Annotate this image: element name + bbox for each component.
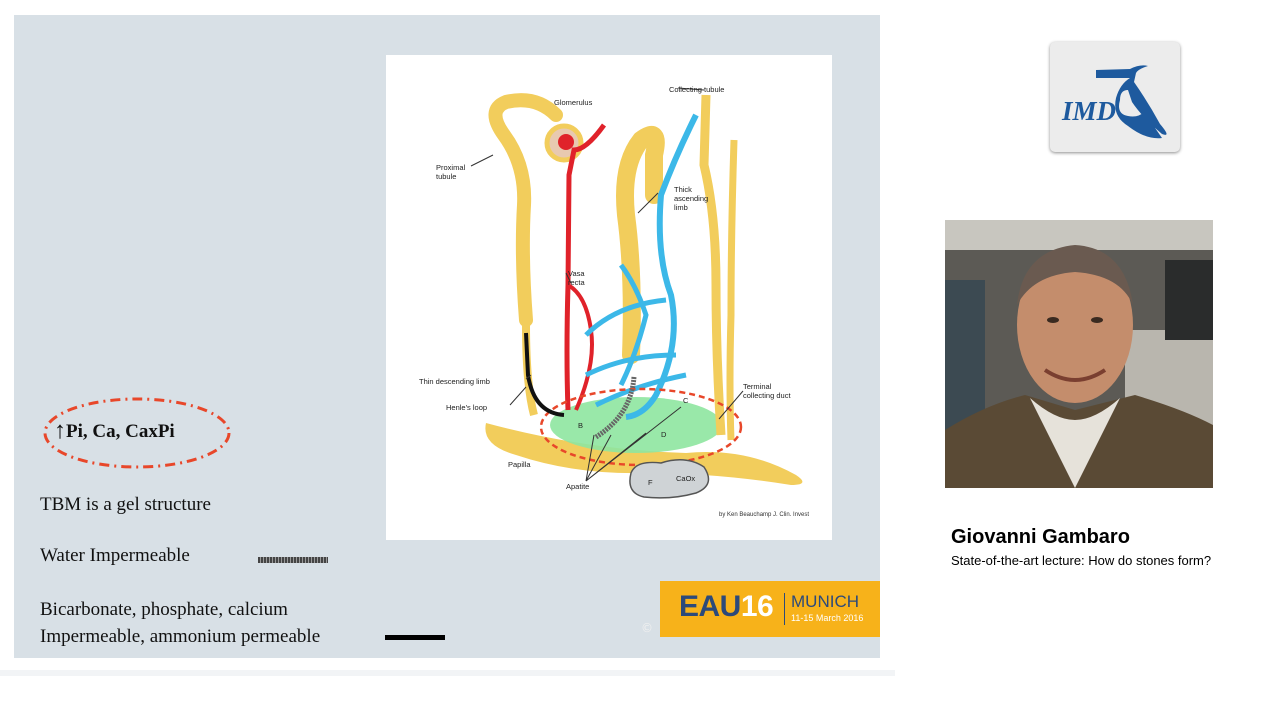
- bird-logo-icon: [1096, 65, 1167, 139]
- note-bicarb-line1: Bicarbonate, phosphate, calcium: [40, 599, 288, 620]
- label-f: F: [648, 478, 653, 487]
- banner-dates: 11-15 March 2016: [791, 613, 864, 623]
- label-d: D: [661, 430, 667, 439]
- speaker-name: Giovanni Gambaro: [951, 526, 1130, 548]
- eau-year: 16: [740, 590, 774, 623]
- nephron-diagram: Glomerulus Collecting tubule Proximal tu…: [386, 55, 832, 540]
- ellipse-note-text: ↑Pi, Ca, CaxPi: [54, 418, 175, 445]
- black-legend-line: [385, 635, 445, 640]
- label-apatite: Apatite: [566, 482, 590, 491]
- label-proximal-tubule: Proximal tubule: [436, 163, 466, 181]
- banner-city: MUNICH: [791, 592, 859, 611]
- speaker-photo-image: [945, 220, 1213, 488]
- copyright-mark: ©: [641, 621, 653, 635]
- label-b: B: [578, 421, 584, 430]
- eau-banner: EAU16 MUNICH 11-15 March 2016: [660, 581, 880, 637]
- label-henles-loop: Henle's loop: [446, 403, 488, 412]
- hatched-legend-line: [258, 557, 328, 563]
- eau-text: EAU: [679, 590, 741, 623]
- label-terminal-collecting-duct: Terminal collecting duct: [743, 382, 791, 400]
- highlight-ellipse: [42, 396, 232, 470]
- dashed-ellipse-shape: [43, 397, 231, 469]
- slide-shadow: [0, 670, 895, 676]
- label-c: C: [683, 396, 689, 405]
- logo-text: IMD: [1062, 96, 1117, 126]
- label-caox: CaOx: [676, 474, 696, 483]
- label-papilla: Papilla: [508, 460, 531, 469]
- up-arrow-icon: ↑: [54, 418, 66, 444]
- note-tbm: TBM is a gel structure: [40, 494, 211, 515]
- label-thick-ascending-limb: Thick ascending limb: [674, 185, 709, 212]
- label-thin-descending-limb: Thin descending limb: [419, 377, 490, 386]
- speaker-photo: [945, 220, 1213, 488]
- ellipse-note-label: Pi, Ca, CaxPi: [66, 421, 175, 442]
- label-glomerulus: Glomerulus: [554, 98, 593, 107]
- imd-logo: IMD: [1050, 42, 1180, 152]
- speaker-title: State-of-the-art lecture: How do stones …: [951, 553, 1212, 568]
- eau-logo-text: EAU16: [679, 590, 774, 624]
- label-collecting-tubule: Collecting tubule: [669, 85, 725, 94]
- nephron-illustration: [470, 87, 803, 499]
- label-vasa-recta: Vasa recta: [568, 269, 585, 287]
- banner-divider: [784, 593, 785, 625]
- diagram-credit: by Ken Beauchamp J. Clin. Invest: [719, 512, 810, 518]
- note-bicarb-line2: Impermeable, ammonium permeable: [40, 626, 321, 647]
- note-water: Water Impermeable: [40, 545, 190, 566]
